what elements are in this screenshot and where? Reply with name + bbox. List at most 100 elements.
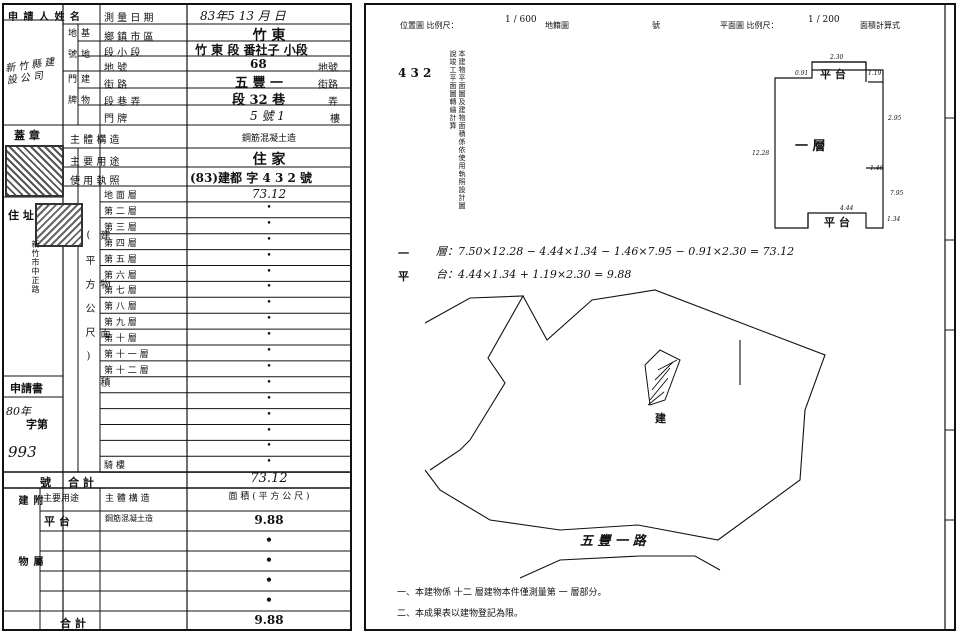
dim-7: 7.95	[890, 190, 904, 197]
floor-area: •	[266, 282, 272, 293]
use-label: 主 要 用 途	[70, 157, 120, 168]
annex-area: •	[265, 533, 273, 547]
site-building-mark: 建	[655, 412, 666, 425]
dim-1: 2.30	[830, 54, 844, 61]
calc-line2: 台：4.44×1.34 + 1.19×2.30 = 9.88	[436, 268, 632, 281]
site-plan	[424, 289, 826, 579]
annex-area: •	[265, 573, 273, 587]
seal-stamp	[5, 145, 64, 197]
applicant-name-stamp: 新 竹 縣 建 設 公 司	[4, 56, 56, 87]
address-label: 住 址	[8, 209, 34, 222]
annex-struct: 鋼筋混凝土造	[105, 514, 153, 523]
floor-plan	[774, 61, 884, 229]
application-date: 80年	[6, 405, 31, 418]
site-label: 基 地 地 號	[66, 28, 89, 59]
lane-label: 段 巷 弄	[104, 97, 141, 108]
floor-area: •	[266, 409, 272, 420]
address-stamp	[35, 203, 83, 247]
section-label: 段 小 段	[104, 48, 141, 59]
dim-4: 2.95	[888, 115, 902, 122]
land-no-value: 68	[250, 57, 267, 71]
building-area-label: 建 物 面 積 (平方公尺)	[83, 230, 109, 401]
dim-3: 1.19	[868, 70, 882, 77]
application-no-label: 號	[40, 476, 51, 489]
annex-total-label: 合 計	[60, 617, 86, 630]
application-number: 993	[8, 443, 37, 461]
floor-name: 第 九 層	[104, 318, 137, 329]
area-calc-label: 面積計算式	[860, 21, 900, 30]
annex-area: 9.88	[254, 513, 284, 527]
application-word-label: 字第	[26, 418, 48, 431]
survey-date-value: 83年5 13 月 日	[200, 9, 286, 23]
floor-name: 第 十 一 層	[104, 350, 149, 360]
note-2: 二、本成果表以建物登記為限。	[397, 609, 524, 619]
township-label: 鄉 鎮 市 區	[104, 32, 154, 43]
seal-label: 蓋 章	[14, 129, 40, 142]
floor-name: 第 七 層	[104, 286, 137, 297]
location-scale: 1 / 600	[505, 15, 537, 25]
annex-struct-header: 主 體 構 造	[105, 494, 150, 504]
section-value: 竹 東 段 番社子 小段	[195, 43, 308, 57]
total-label: 合 計	[68, 476, 94, 489]
location-map-label: 位置圖 比例尺：	[400, 21, 459, 30]
floor-plan-label: 平面圖 比例尺：	[720, 21, 779, 30]
number-label: 門 牌	[104, 114, 128, 125]
dim-9: 1.34	[887, 216, 901, 223]
number-suffix: 樓	[330, 114, 340, 125]
floor-area: •	[266, 266, 272, 277]
lane-suffix: 弄	[328, 97, 338, 108]
floor-area: •	[266, 441, 272, 452]
map-no-label: 號	[652, 21, 660, 30]
floor-area: •	[266, 202, 272, 213]
floor-name: 第 十 層	[104, 334, 137, 345]
structure-value: 鋼筋混凝土造	[241, 134, 296, 144]
applicant-label: 申 請 人 姓 名	[8, 12, 81, 23]
use-value: 住 家	[252, 152, 286, 168]
balcony-bottom: 平 台	[824, 216, 850, 229]
floor-area: •	[266, 393, 272, 404]
land-no-suffix: 地號	[318, 63, 338, 74]
application-label: 申請書	[10, 382, 43, 395]
annex-use: 平 台	[44, 515, 70, 528]
dim-5: 12.28	[752, 150, 770, 157]
floor-name: 第 四 層	[104, 238, 137, 249]
floor-area: •	[266, 377, 272, 388]
floor-area: •	[266, 218, 272, 229]
floor-area: •	[266, 250, 272, 261]
lane-value: 段 32 巷	[232, 93, 286, 108]
street-value: 五 豐 一	[235, 76, 284, 91]
hatch-area	[647, 359, 678, 406]
floor-area: •	[266, 314, 272, 325]
annex-use-header: 主要用途	[43, 494, 80, 504]
location-map-suffix: 地籍圖	[545, 21, 569, 30]
floor-plan-scale: 1 / 200	[808, 15, 840, 25]
street-label: 街 路	[104, 80, 128, 91]
floor-area: •	[266, 425, 272, 436]
dim-6: 1.46	[870, 165, 884, 172]
floor-name: 第 八 層	[104, 302, 137, 313]
floor-area: •	[266, 234, 272, 245]
total-value: 73.12	[250, 471, 288, 486]
annex-area-header: 面 積 ( 平 方 公 尺 )	[228, 492, 310, 502]
structure-label: 主 體 構 造	[70, 135, 120, 146]
floor-name: 第 五 層	[104, 254, 137, 265]
annex-label: 附 屬 建 物	[16, 495, 42, 586]
license-value: (83)建都 字 4 3 2 號	[190, 171, 312, 185]
site-road: 五 豐 一 路	[580, 534, 646, 549]
floor-name: 第 十 二 層	[104, 365, 149, 376]
floor-plan-room: 一 層	[795, 139, 826, 154]
floor-area: •	[266, 361, 272, 372]
street-suffix: 街路	[318, 80, 338, 91]
calc-line1: 層：7.50×12.28 − 4.44×1.34 − 1.46×7.95 − 0…	[436, 245, 795, 258]
balcony-top: 平 台	[820, 68, 846, 81]
number-value: 5 號 1	[250, 109, 285, 123]
land-no-label: 地 號	[104, 63, 128, 74]
floor-area: •	[266, 346, 272, 356]
permit-note: 本建物平面圖及建物面積係依使用執照設計圖說竣工平面圖轉繪計算	[449, 50, 466, 210]
dim-2: 0.91	[795, 70, 809, 77]
floor-name: 騎 樓	[104, 461, 125, 472]
annex-area: •	[265, 593, 273, 607]
calc-line2-label: 平	[398, 270, 409, 283]
